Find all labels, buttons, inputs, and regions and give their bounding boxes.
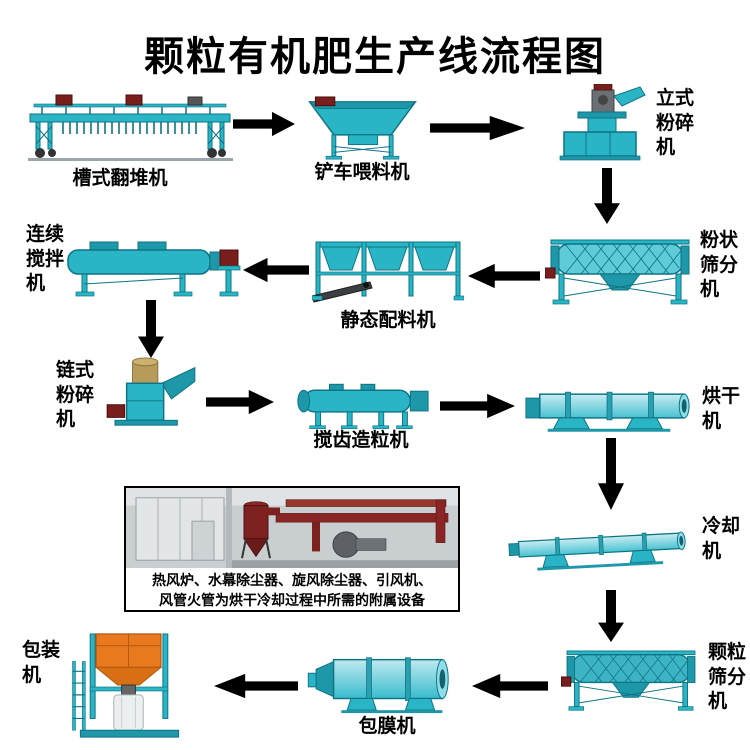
machine-static-batcher [312,238,464,310]
flow-arrow-4 [468,262,540,290]
label-coating-machine: 包膜机 [358,715,416,737]
machine-chain-crusher [100,356,202,432]
label-chain-crusher: 链式粉碎机 [56,359,95,431]
flow-arrow-11 [472,672,548,700]
label-trough-turner: 槽式翻堆机 [72,167,168,189]
machine-tooth-granulator [286,382,436,432]
label-tooth-granulator: 搅齿造粒机 [313,429,409,451]
machine-loader-feeder [300,96,425,164]
machine-vertical-crusher [552,84,652,164]
auxiliary-equipment-photo [126,488,458,568]
label-cooler: 冷却机 [702,515,741,562]
loader-feeder-illustration [308,96,417,160]
label-powder-screener: 粉状筛分机 [700,229,739,301]
label-loader-feeder: 铲车喂料机 [314,161,410,183]
cooler-illustration [508,531,686,571]
coating-machine-illustration [307,657,449,714]
flow-arrow-3 [592,168,622,224]
machine-powder-screener [545,226,695,308]
continuous-mixer-illustration [67,241,241,297]
machine-granule-screener [556,638,706,714]
flow-arrow-2 [430,114,525,142]
flow-arrow-10 [596,590,626,642]
flow-arrow-7 [206,388,274,416]
inset-caption-line2: 风管火管为烘干冷却过程中所需的附属设备 [159,593,425,610]
page-title: 颗粒有机肥生产线流程图 [144,34,606,80]
flow-arrow-6 [136,300,166,358]
flow-arrow-5 [243,256,309,284]
label-continuous-mixer: 连续搅拌机 [26,223,65,295]
flow-arrow-1 [233,110,295,138]
machine-dryer [522,386,698,432]
machine-continuous-mixer [60,228,242,300]
machine-packing-machine [52,632,207,744]
vertical-crusher-illustration [559,84,646,161]
packing-machine-illustration [72,633,180,738]
label-dryer: 烘干机 [702,385,741,432]
static-batcher-illustration [312,241,464,303]
inset-caption-line1: 热风炉、水幕除尘器、旋风除尘器、引风机、 [152,573,432,589]
label-static-batcher: 静态配料机 [340,309,436,331]
machine-coating-machine [306,648,468,716]
powder-screener-illustration [545,239,690,305]
label-granule-screener: 颗粒筛分机 [708,641,747,713]
label-vertical-crusher: 立式粉碎机 [656,87,695,159]
flow-arrow-8 [440,392,515,420]
tooth-granulator-illustration [297,383,429,430]
auxiliary-equipment-inset: 热风炉、水幕除尘器、旋风除尘器、引风机、 风管火管为烘干冷却过程中所需的附属设备 [124,486,460,612]
label-packing-machine: 包装机 [22,639,61,686]
machine-trough-turner [28,92,233,170]
granule-screener-illustration [561,650,696,711]
dryer-illustration [525,391,690,432]
flow-arrow-12 [214,672,298,700]
chain-crusher-illustration [106,357,196,426]
trough-turner-illustration [28,94,233,161]
machine-cooler [504,509,699,579]
flow-arrow-9 [596,438,626,510]
